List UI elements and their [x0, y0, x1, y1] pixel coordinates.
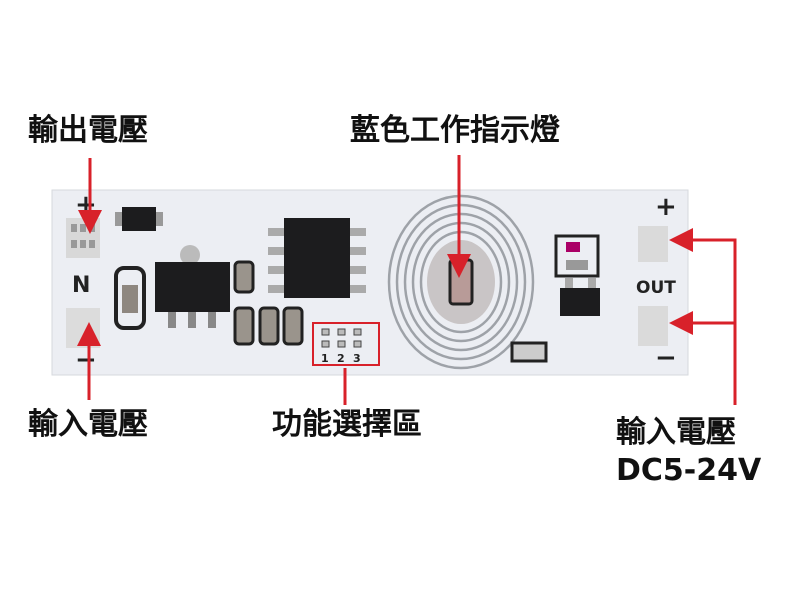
- board-out-mark: OUT: [636, 278, 676, 298]
- board-minus-left: −: [75, 345, 97, 375]
- out-minus-pad: [638, 306, 668, 346]
- input-pad: [66, 308, 100, 348]
- output-pad: [66, 218, 100, 258]
- touch-spring-coil: [387, 194, 535, 370]
- board-plus-left: +: [75, 190, 97, 220]
- label-input-range: DC5-24V: [616, 453, 762, 488]
- right-smd-components: [554, 234, 600, 316]
- board-n-mark: N: [72, 273, 90, 298]
- label-input-voltage-left: 輸入電壓: [28, 407, 148, 442]
- pad-1: 1: [321, 352, 329, 365]
- label-blue-indicator: 藍色工作指示燈: [350, 113, 560, 148]
- pad-2: 2: [337, 352, 345, 365]
- label-output-voltage: 輸出電壓: [28, 113, 148, 148]
- board-plus-right: +: [655, 192, 677, 222]
- voltage-regulator: [155, 245, 230, 328]
- ic-chip: [268, 218, 366, 298]
- blue-led: [448, 258, 474, 306]
- capacitor: [114, 266, 146, 330]
- out-plus-pad: [638, 226, 668, 262]
- function-select-box: [312, 322, 380, 366]
- board-minus-right: −: [655, 343, 677, 373]
- annotation-arrows: [77, 155, 737, 405]
- pad-3: 3: [353, 352, 361, 365]
- label-input-voltage-right: 輸入電壓: [616, 415, 736, 450]
- smd-resistors: [233, 260, 304, 346]
- label-function-select: 功能選擇區: [272, 407, 422, 442]
- diode: [115, 207, 163, 231]
